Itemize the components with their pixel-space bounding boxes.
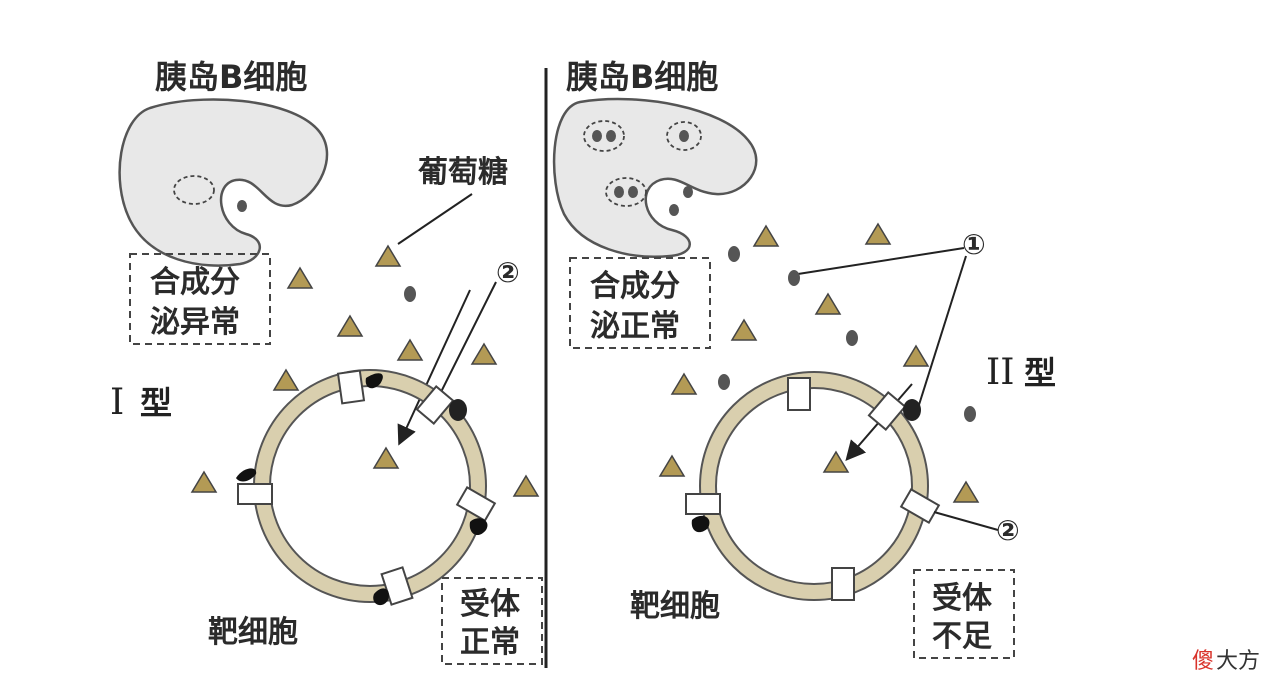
right-insulin-inside	[683, 186, 693, 198]
glucose-triangle	[286, 266, 314, 289]
left-glucose-molecules	[190, 244, 540, 497]
right-marker-1: ①	[962, 228, 986, 261]
glucose-triangle	[272, 368, 300, 391]
right-note-line2: 泌正常	[590, 309, 680, 344]
right-beta-cell-title: 胰岛B细胞	[566, 58, 718, 96]
glucose-triangle	[670, 372, 698, 395]
left-bound-insulin	[469, 518, 488, 536]
right-note-box	[569, 257, 711, 349]
watermark: 傻 大方	[1192, 649, 1260, 674]
watermark-rest: 大方	[1216, 649, 1260, 674]
right-bound-insulin	[691, 515, 710, 533]
glucose-triangle	[374, 244, 402, 267]
right-insulin-dot	[718, 374, 730, 390]
left-type-suffix: 型	[140, 384, 172, 422]
glucose-triangle	[658, 454, 686, 477]
left-receptor	[237, 483, 273, 505]
watermark-char1: 傻	[1192, 649, 1214, 674]
left-bound-insulin	[236, 468, 257, 482]
right-insulin-dot	[846, 330, 858, 346]
right-pointer-1b	[917, 255, 967, 409]
right-insulin-inside	[628, 186, 638, 198]
glucose-triangle	[822, 450, 850, 473]
right-receptor	[831, 567, 855, 601]
left-type-roman: I	[110, 382, 124, 423]
left-bound-insulin	[365, 373, 383, 389]
left-bound-insulin	[373, 588, 389, 606]
glucose-label: 葡萄糖	[418, 155, 508, 190]
left-receptor-box	[441, 577, 543, 665]
right-insulin-inside	[606, 130, 616, 142]
glucose-triangle	[470, 342, 498, 365]
left-receptor	[455, 485, 497, 523]
left-receptor-line1: 受体	[460, 587, 521, 622]
right-beta-cell	[552, 97, 758, 258]
right-insulin-inside	[679, 130, 689, 142]
right-vesicle	[666, 121, 702, 151]
right-glucose-molecules	[658, 222, 980, 503]
left-pointer-2b	[397, 289, 471, 446]
left-insulin-dot	[404, 286, 416, 302]
left-beta-cell-title: 胰岛B细胞	[155, 58, 307, 96]
right-vesicle	[605, 177, 647, 207]
right-receptor-line2: 不足	[932, 619, 992, 654]
right-pointer-1a	[797, 247, 965, 275]
left-note-line1: 合成分	[150, 265, 240, 300]
right-type-roman: II	[986, 352, 1014, 393]
left-marker-2: ②	[496, 256, 520, 289]
left-beta-cell	[118, 98, 329, 267]
right-bound-insulin	[903, 399, 921, 421]
right-note-line1: 合成分	[590, 269, 680, 304]
right-insulin-inside	[669, 204, 679, 216]
glucose-triangle	[730, 318, 758, 341]
right-pointer-2	[933, 511, 999, 531]
left-note-box	[129, 253, 271, 345]
right-receptor-box	[913, 569, 1015, 659]
glucose-triangle	[190, 470, 218, 493]
right-vesicle	[583, 120, 625, 152]
glucose-triangle	[814, 292, 842, 315]
glucose-triangle	[396, 338, 424, 361]
right-insulin-inside	[592, 130, 602, 142]
right-target-cell-membrane	[701, 373, 927, 599]
glucose-triangle	[752, 224, 780, 247]
left-receptor	[336, 369, 366, 405]
left-target-label: 靶细胞	[208, 615, 298, 650]
glucose-triangle	[864, 222, 892, 245]
right-receptor	[899, 487, 941, 525]
glucose-triangle	[902, 344, 930, 367]
glucose-triangle	[336, 314, 364, 337]
left-insulin-inside	[237, 200, 247, 212]
right-receptor-line1: 受体	[932, 581, 993, 616]
left-pointer-2a	[435, 281, 497, 403]
right-insulin-inside	[614, 186, 624, 198]
left-bound-insulin	[449, 399, 467, 421]
right-insulin-dot	[964, 406, 976, 422]
glucose-triangle	[512, 474, 540, 497]
left-receptor-line2: 正常	[460, 625, 520, 660]
right-insulin-dot	[788, 270, 800, 286]
right-receptor	[867, 391, 907, 431]
left-vesicle	[173, 175, 215, 205]
glucose-triangle	[372, 446, 400, 469]
glucose-pointer	[397, 193, 473, 245]
left-receptor	[415, 385, 455, 425]
right-insulin-dot	[728, 246, 740, 262]
right-receptor	[787, 377, 811, 411]
left-note-line2: 泌异常	[150, 305, 240, 340]
right-type-suffix: 型	[1024, 354, 1056, 392]
left-panel: 胰岛B细胞 合成分 泌异常 葡萄糖 ② I 型 靶细胞	[110, 58, 543, 665]
right-panel: 胰岛B细胞 合成分 泌正常 ① II 型	[552, 58, 1056, 659]
right-receptor	[685, 493, 721, 515]
right-marker-2: ②	[996, 514, 1020, 547]
glucose-triangle	[952, 480, 980, 503]
right-target-label: 靶细胞	[630, 589, 720, 624]
